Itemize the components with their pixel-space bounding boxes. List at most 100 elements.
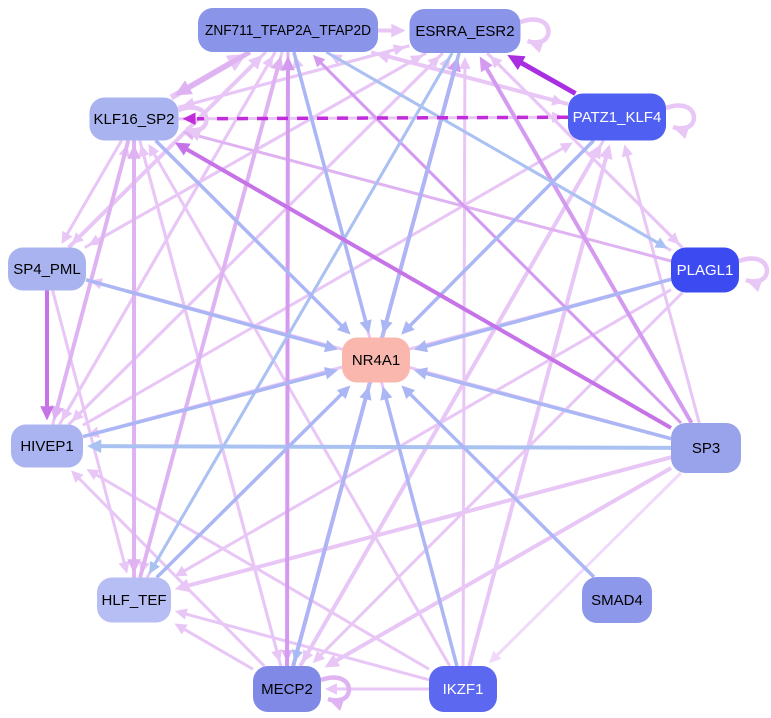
edge-line — [82, 370, 329, 439]
edge-MECP2-to-NR4A1 — [291, 386, 372, 667]
edge-arrowhead — [174, 608, 188, 620]
node-label: ESRRA_ESR2 — [415, 23, 514, 40]
edge-line — [423, 371, 672, 441]
edge-line — [191, 132, 672, 263]
node-shape[interactable] — [671, 247, 739, 293]
edge-arrowhead — [174, 623, 188, 635]
self-loop-PLAGL1 — [738, 256, 770, 292]
edge-SMAD4-to-NR4A1 — [401, 385, 596, 579]
node-shape[interactable] — [429, 666, 497, 712]
edge-arrowhead — [271, 649, 283, 663]
self-loop-MECP2 — [320, 675, 352, 711]
edge-arrowhead — [380, 319, 393, 334]
edge-arrowhead — [312, 54, 326, 68]
edge-arrowhead — [118, 560, 130, 574]
edge-arrowhead — [312, 650, 326, 664]
node-shape[interactable] — [97, 577, 171, 623]
edge-arrowhead — [359, 319, 372, 334]
edge-line — [64, 139, 123, 237]
node-shape[interactable] — [671, 423, 741, 473]
edge-ZNF711_TFAP2A_TFAP2D-to-PLAGL1 — [325, 50, 668, 249]
node-HLF_TEF[interactable]: HLF_TEF — [97, 577, 171, 623]
node-shape[interactable] — [8, 247, 86, 291]
edge-line — [325, 50, 661, 245]
node-NR4A1[interactable]: NR4A1 — [342, 337, 410, 383]
edge-arrowhead — [71, 470, 84, 483]
edge-arrowhead — [71, 409, 84, 422]
edge-arrowhead — [324, 654, 341, 668]
edge-line — [461, 66, 467, 667]
edge-SP3-to-IKZF1 — [489, 471, 682, 664]
node-label: MECP2 — [261, 681, 313, 698]
edge-arrowhead — [174, 565, 188, 577]
edge-HLF_TEF-to-NR4A1 — [155, 385, 351, 579]
edge-ZNF711_TFAP2A_TFAP2D-to-NR4A1 — [292, 51, 372, 334]
node-shape[interactable] — [582, 577, 652, 623]
edge-line — [82, 145, 566, 427]
node-IKZF1[interactable]: IKZF1 — [429, 666, 497, 712]
edge-ESRRA_ESR2-to-SP4_PML — [88, 51, 428, 246]
edge-IKZF1-to-MECP2 — [325, 683, 429, 695]
edge-arrowhead — [50, 405, 64, 421]
edge-line — [383, 396, 459, 667]
edge-arrowhead — [174, 80, 193, 96]
edge-IKZF1-to-NR4A1 — [380, 386, 459, 667]
edge-ESRRA_ESR2-to-NR4A1 — [380, 52, 461, 334]
node-shape[interactable] — [11, 424, 83, 468]
edge-line — [95, 51, 428, 243]
edge-arrowhead — [621, 144, 633, 158]
edge-line — [517, 59, 577, 96]
edge-arrowhead — [61, 230, 73, 245]
node-SP3[interactable]: SP3 — [671, 423, 741, 473]
edge-line — [93, 472, 430, 671]
edge-ESRRA_ESR2-to-HIVEP1 — [71, 51, 444, 422]
node-shape[interactable] — [568, 93, 666, 141]
edge-arrowhead — [323, 367, 339, 380]
node-label: IKZF1 — [443, 681, 484, 698]
edge-ESRRA_ESR2-to-PLAGL1 — [486, 51, 680, 245]
edge-arrowhead — [61, 407, 73, 422]
node-shape[interactable] — [342, 337, 410, 383]
edge-ZNF711_TFAP2A_TFAP2D-to-KLF16_SP2 — [174, 49, 252, 96]
edge-MECP2-to-HLF_TEF — [174, 623, 254, 671]
node-shape[interactable] — [198, 8, 378, 52]
node-label: SP3 — [692, 440, 720, 457]
edge-arrowhead — [336, 321, 351, 335]
edge-ESRRA_ESR2-to-HLF_TEF — [149, 52, 454, 575]
edge-arrowhead — [148, 143, 160, 158]
edge-line — [183, 146, 672, 430]
edge-arrowhead — [413, 340, 429, 353]
edge-IKZF1-to-ESRRA_ESR2 — [459, 56, 471, 667]
node-SP4_PML[interactable]: SP4_PML — [8, 247, 86, 291]
edge-arrowhead — [86, 469, 100, 480]
edge-arrowhead — [281, 55, 295, 71]
edge-SP3-to-PATZ1_KLF4 — [621, 144, 701, 424]
node-shape[interactable] — [253, 666, 321, 712]
edge-IKZF1-to-HIVEP1 — [86, 469, 430, 671]
edge-arrowhead — [325, 683, 337, 695]
node-KLF16_SP2[interactable]: KLF16_SP2 — [89, 97, 179, 141]
edge-arrowhead — [174, 142, 191, 156]
edge-line — [64, 51, 277, 414]
edge-arrowhead — [489, 650, 502, 664]
node-shape[interactable] — [89, 97, 179, 141]
edge-line — [407, 391, 596, 579]
node-ESRRA_ESR2[interactable]: ESRRA_ESR2 — [409, 9, 521, 53]
edge-line — [423, 277, 672, 349]
node-MECP2[interactable]: MECP2 — [253, 666, 321, 712]
edge-arrowhead — [401, 320, 415, 335]
node-PATZ1_KLF4[interactable]: PATZ1_KLF4 — [568, 93, 666, 141]
node-label: HLF_TEF — [101, 592, 166, 609]
edge-arrowhead — [380, 386, 393, 401]
node-SMAD4[interactable]: SMAD4 — [582, 577, 652, 623]
node-ZNF711_TFAP2A_TFAP2D[interactable]: ZNF711_TFAP2A_TFAP2D — [198, 8, 378, 52]
node-HIVEP1[interactable]: HIVEP1 — [11, 424, 83, 468]
edge-line — [486, 51, 674, 240]
edge-arrowhead — [588, 143, 602, 160]
edge-KLF16_SP2-to-NR4A1 — [154, 139, 351, 335]
node-shape[interactable] — [409, 9, 521, 53]
node-PLAGL1[interactable]: PLAGL1 — [671, 247, 739, 293]
edge-arrowhead — [149, 560, 161, 575]
